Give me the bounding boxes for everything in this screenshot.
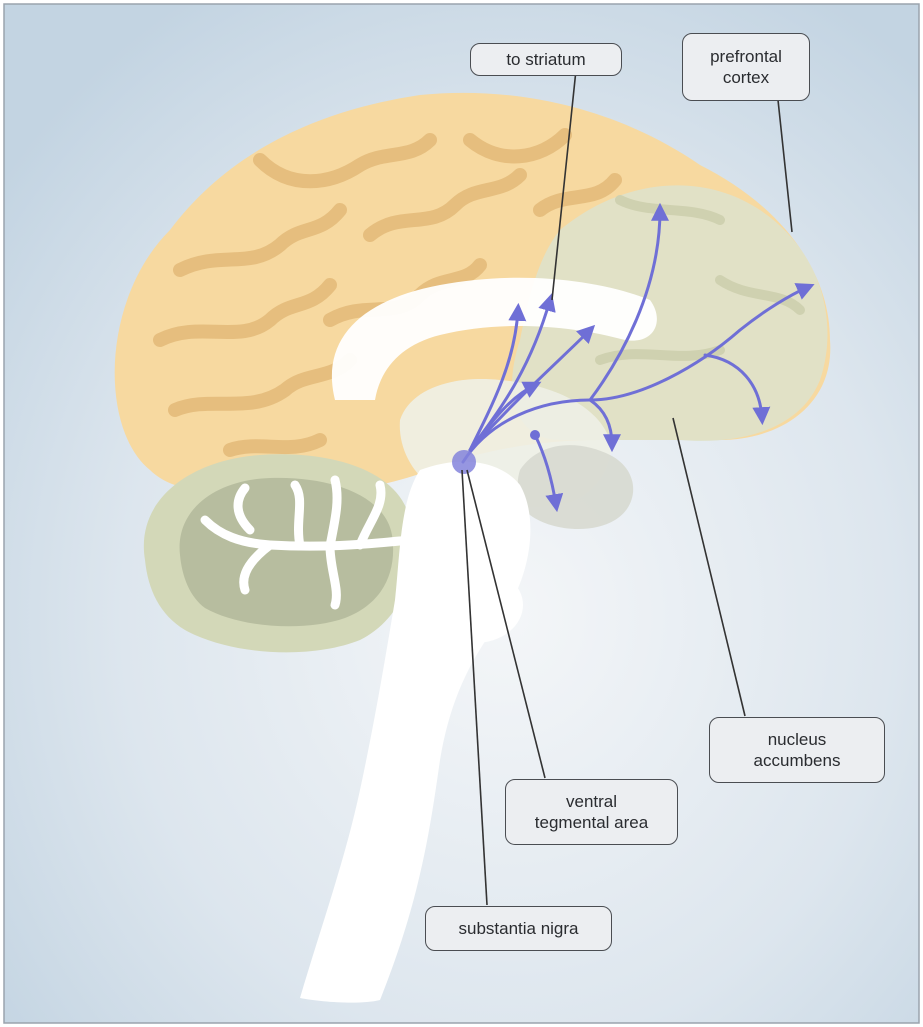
pathway-node xyxy=(530,430,540,440)
label-to-striatum: to striatum xyxy=(470,43,622,76)
label-prefrontal-cortex: prefrontal cortex xyxy=(682,33,810,101)
label-substantia-nigra: substantia nigra xyxy=(425,906,612,951)
cerebellum-inner xyxy=(180,478,394,626)
label-ventral-tegmental-area: ventral tegmental area xyxy=(505,779,678,845)
vta-node xyxy=(452,450,476,474)
label-nucleus-accumbens: nucleus accumbens xyxy=(709,717,885,783)
